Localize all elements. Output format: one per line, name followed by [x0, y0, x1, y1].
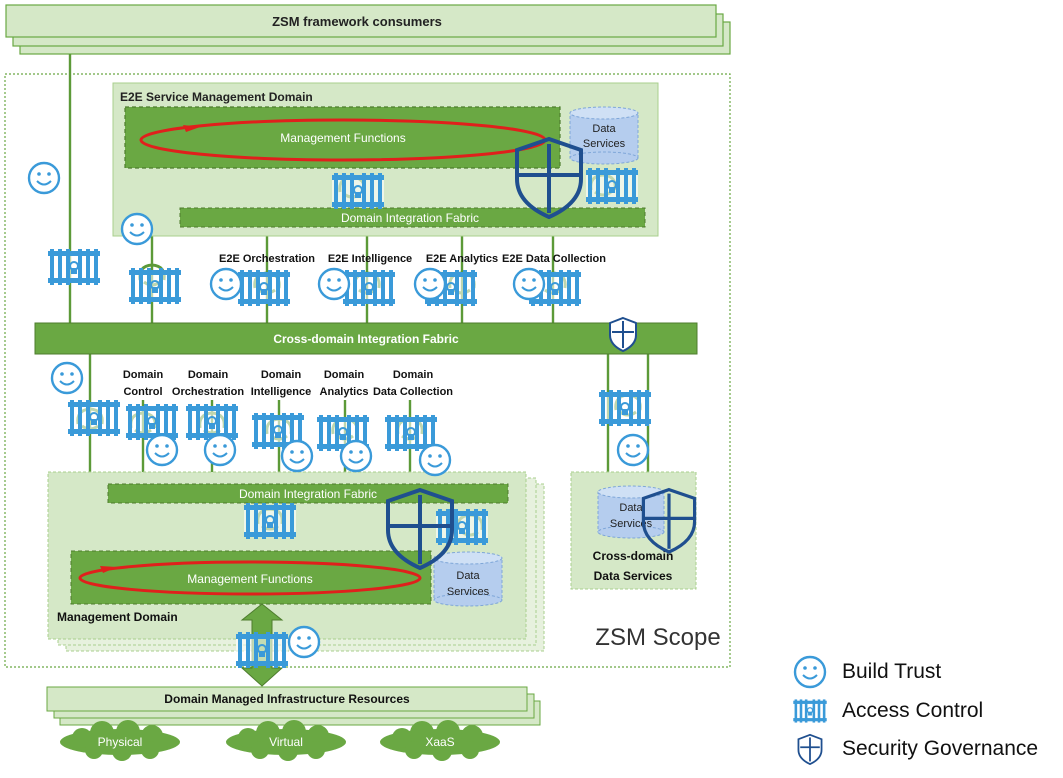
smiley-icon	[145, 433, 179, 467]
cloud-label: Virtual	[269, 735, 303, 749]
access-control-icon	[598, 389, 652, 427]
shield-icon	[792, 733, 828, 765]
access-control-icon	[185, 403, 239, 441]
cross-domain-title-line2: Data Services	[594, 569, 673, 583]
cross-domain-title-line1: Cross-domain	[593, 549, 674, 563]
smiley-icon	[203, 433, 237, 467]
legend-access-control: Access Control	[792, 694, 983, 728]
infrastructure-label: Domain Managed Infrastructure Resources	[164, 692, 410, 706]
e2e-management-functions-box	[124, 106, 561, 169]
smiley-icon	[418, 443, 452, 477]
domain-data-services-line1: Data	[456, 570, 480, 582]
domain-service-label: Orchestration	[172, 386, 244, 398]
cross-domain-integration-fabric	[34, 322, 698, 355]
e2e-integration-fabric	[179, 207, 646, 228]
domain-service-label: Domain	[393, 369, 434, 381]
e2e-service-label: E2E Data Collection	[502, 253, 606, 265]
domain-cycle-ellipse	[78, 560, 422, 596]
smiley-icon	[27, 161, 61, 195]
management-domain-title: Management Domain	[57, 610, 178, 624]
smiley-icon	[209, 267, 243, 301]
cloud-xaas: XaaS	[380, 720, 500, 761]
smiley-icon	[287, 625, 321, 659]
e2e-service-management-domain: E2E Service Management Domain Management…	[112, 82, 659, 237]
cross-domain-data-services-line1: Data	[619, 502, 643, 514]
e2e-management-functions-label: Management Functions	[280, 131, 405, 145]
smiley-icon	[50, 361, 84, 395]
e2e-service-label: E2E Analytics	[426, 253, 498, 265]
domain-integration-fabric	[107, 483, 509, 504]
domain-service-label: Data Collection	[373, 386, 453, 398]
smiley-icon	[512, 267, 546, 301]
domain-service-label: Domain	[188, 369, 229, 381]
domain-service-label: Domain	[261, 369, 302, 381]
domain-service-label: Domain	[123, 369, 164, 381]
management-domain: Domain Integration Fabric Management Fun…	[47, 471, 545, 652]
smiley-icon	[792, 655, 828, 689]
domain-data-services-cylinder: Data Services	[433, 551, 503, 607]
cross-domain-data-services: Data Services Cross-domain Data Services	[570, 471, 697, 590]
fence-icon	[792, 696, 828, 726]
cloud-physical: Physical	[60, 720, 180, 761]
consumers-label: ZSM framework consumers	[272, 14, 442, 29]
zsm-scope-label: ZSM Scope	[595, 624, 720, 651]
e2e-data-services-line2: Services	[583, 138, 626, 150]
cross-domain-fabric-label: Cross-domain Integration Fabric	[273, 332, 459, 346]
domain-service-label: Intelligence	[251, 386, 312, 398]
domain-integration-fabric-label: Domain Integration Fabric	[239, 487, 377, 501]
smiley-icon	[339, 439, 373, 473]
consumers-stack: ZSM framework consumers	[5, 4, 731, 55]
legend-label: Access Control	[842, 699, 984, 722]
access-control-icon	[235, 631, 289, 669]
e2e-services: E2E Orchestration E2E Intelligence E2E A…	[219, 253, 606, 265]
cycle-arrow-icon	[100, 566, 117, 573]
access-control-icon	[342, 269, 396, 307]
e2e-service-label: E2E Orchestration	[219, 253, 315, 265]
cloud-label: Physical	[98, 735, 143, 749]
access-control-icon	[67, 399, 121, 437]
access-control-icon	[237, 269, 291, 307]
smiley-icon	[616, 433, 650, 467]
domain-data-services-line2: Services	[447, 586, 490, 598]
shield-icon	[609, 317, 637, 352]
smiley-icon	[317, 267, 351, 301]
infrastructure-resources: Domain Managed Infrastructure Resources …	[46, 686, 541, 761]
e2e-domain-title: E2E Service Management Domain	[120, 90, 313, 104]
e2e-data-services-cylinder: Data Services	[569, 106, 639, 165]
legend-security-governance: Security Governance	[792, 732, 1038, 766]
domain-service-label: Analytics	[320, 386, 369, 398]
cloud-virtual: Virtual	[226, 720, 346, 761]
smiley-icon	[413, 267, 447, 301]
legend-build-trust: Build Trust	[792, 655, 941, 689]
e2e-service-label: E2E Intelligence	[328, 253, 412, 265]
cycle-arrow-icon	[183, 125, 200, 132]
legend-label: Security Governance	[842, 737, 1039, 760]
access-control-icon	[331, 172, 385, 210]
cloud-label: XaaS	[425, 735, 454, 749]
legend-label: Build Trust	[842, 660, 942, 683]
e2e-integration-fabric-label: Domain Integration Fabric	[341, 211, 479, 225]
access-control-icon	[128, 267, 182, 305]
domain-service-label: Control	[123, 386, 162, 398]
zsm-scope-border	[4, 73, 731, 668]
domain-management-functions-label: Management Functions	[187, 572, 312, 586]
access-control-icon	[243, 502, 297, 540]
smiley-icon	[280, 439, 314, 473]
access-control-icon	[47, 248, 101, 286]
access-control-icon	[585, 167, 639, 205]
domain-service-label: Domain	[324, 369, 365, 381]
access-control-icon	[125, 403, 179, 441]
e2e-data-services-line1: Data	[592, 123, 616, 135]
domain-services: Domain Control Domain Orchestration Doma…	[123, 369, 453, 398]
smiley-icon	[120, 212, 154, 246]
